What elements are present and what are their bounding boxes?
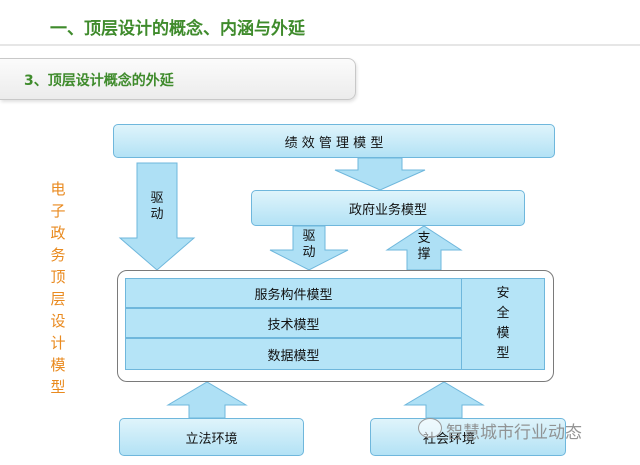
data-model-label: 数据模型 bbox=[267, 348, 320, 364]
social-env-box: 社会环境 bbox=[370, 418, 566, 456]
tech-model-row: 技术模型 bbox=[125, 308, 462, 338]
header-divider bbox=[0, 44, 640, 46]
social-up-arrow bbox=[403, 381, 485, 419]
perf-model-label: 绩 效 管 理 模 型 bbox=[284, 135, 384, 151]
security-model-box: 安全模型 bbox=[461, 278, 545, 370]
wechat-logo-icon bbox=[418, 418, 442, 438]
perf-model-box: 绩 效 管 理 模 型 bbox=[113, 124, 555, 158]
support-arrow bbox=[385, 225, 463, 271]
side-label: 电子政务顶层设计模型 bbox=[50, 180, 66, 396]
service-model-label: 服务构件模型 bbox=[254, 287, 333, 303]
perf-to-gov-arrow bbox=[334, 157, 426, 191]
watermark-text: 智慧城市行业动态 bbox=[446, 423, 582, 443]
section-title: 3、顶层设计概念的外延 bbox=[24, 73, 174, 89]
legislation-up-arrow bbox=[166, 381, 248, 419]
legislation-label: 立法环境 bbox=[185, 431, 238, 447]
drive-left-label: 驱动 bbox=[150, 191, 164, 222]
data-model-row: 数据模型 bbox=[125, 338, 462, 370]
drive-mid-label: 驱动 bbox=[302, 229, 316, 260]
page-title: 一、顶层设计的概念、内涵与外延 bbox=[50, 19, 305, 39]
service-model-row: 服务构件模型 bbox=[125, 278, 462, 308]
section-header-bar bbox=[0, 58, 356, 100]
legislation-box: 立法环境 bbox=[119, 418, 304, 456]
tech-model-label: 技术模型 bbox=[267, 317, 320, 333]
gov-model-box: 政府业务模型 bbox=[251, 190, 525, 226]
drive-left-arrow bbox=[118, 162, 196, 271]
drive-mid-arrow bbox=[269, 225, 349, 271]
support-label: 支撑 bbox=[417, 231, 431, 262]
gov-model-label: 政府业务模型 bbox=[348, 202, 427, 218]
security-model-label: 安全模型 bbox=[496, 286, 510, 361]
